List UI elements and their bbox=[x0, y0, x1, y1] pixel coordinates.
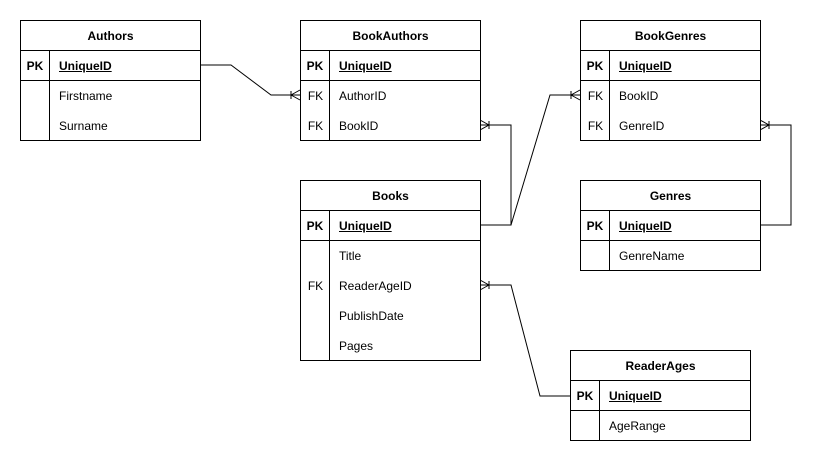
key-label bbox=[571, 411, 600, 441]
field-name: GenreName bbox=[619, 249, 685, 263]
field-name: UniqueID bbox=[609, 389, 662, 403]
key-label: FK bbox=[587, 89, 604, 103]
field-name: UniqueID bbox=[619, 59, 672, 73]
attribute-row[interactable]: AgeRange bbox=[571, 411, 750, 441]
attribute-row[interactable]: Surname bbox=[21, 111, 200, 141]
key-label: PK bbox=[21, 51, 50, 80]
rel-authors-bookauthors bbox=[200, 64, 301, 101]
rel-books-bookgenres bbox=[510, 89, 581, 226]
field-name: Title bbox=[339, 249, 362, 263]
key-label: FK bbox=[307, 89, 324, 103]
entity-books[interactable]: Books PK UniqueID Title FK ReaderAgeID P… bbox=[300, 180, 481, 361]
key-label: FK bbox=[587, 119, 604, 133]
attribute-list: GenreName bbox=[581, 241, 760, 271]
field-name: BookID bbox=[619, 89, 659, 103]
key-label: FK bbox=[307, 279, 324, 293]
key-label bbox=[21, 111, 50, 141]
field-name: UniqueID bbox=[59, 59, 112, 73]
attribute-list: Title FK ReaderAgeID PublishDate Pages bbox=[301, 241, 480, 361]
attribute-row[interactable]: PublishDate bbox=[301, 301, 480, 331]
key-label bbox=[301, 301, 330, 331]
rel-readerages-books bbox=[479, 279, 570, 397]
key-label bbox=[301, 241, 330, 271]
entity-title: Authors bbox=[21, 21, 200, 51]
field-name: UniqueID bbox=[339, 59, 392, 73]
pk-row[interactable]: PK UniqueID bbox=[581, 51, 760, 81]
entity-readerages[interactable]: ReaderAges PK UniqueID AgeRange bbox=[570, 350, 751, 441]
rel-books-bookauthors bbox=[479, 119, 512, 226]
attribute-list: AgeRange bbox=[571, 411, 750, 441]
pk-row[interactable]: PK UniqueID bbox=[301, 211, 480, 241]
pk-row[interactable]: PK UniqueID bbox=[581, 211, 760, 241]
field-name: AuthorID bbox=[339, 89, 387, 103]
pk-row[interactable]: PK UniqueID bbox=[21, 51, 200, 81]
key-label: PK bbox=[581, 211, 610, 240]
attribute-row[interactable]: FK BookID bbox=[301, 111, 480, 141]
attribute-list: FK AuthorID FK BookID bbox=[301, 81, 480, 141]
attribute-list: FK BookID FK GenreID bbox=[581, 81, 760, 141]
key-label bbox=[21, 81, 50, 111]
attribute-row[interactable]: FK GenreID bbox=[581, 111, 760, 141]
key-label bbox=[581, 241, 610, 271]
field-name: GenreID bbox=[619, 119, 665, 133]
field-name: Surname bbox=[59, 119, 108, 133]
entity-authors[interactable]: Authors PK UniqueID Firstname Surname bbox=[20, 20, 201, 141]
field-name: Firstname bbox=[59, 89, 113, 103]
entity-bookgenres[interactable]: BookGenres PK UniqueID FK BookID FK Genr… bbox=[580, 20, 761, 141]
field-name: BookID bbox=[339, 119, 379, 133]
field-name: UniqueID bbox=[619, 219, 672, 233]
attribute-row[interactable]: GenreName bbox=[581, 241, 760, 271]
entity-title: BookGenres bbox=[581, 21, 760, 51]
key-label: PK bbox=[581, 51, 610, 80]
attribute-row[interactable]: Title bbox=[301, 241, 480, 271]
attribute-list: Firstname Surname bbox=[21, 81, 200, 141]
key-label: FK bbox=[307, 119, 324, 133]
entity-title: ReaderAges bbox=[571, 351, 750, 381]
rel-genres-bookgenres bbox=[759, 119, 792, 226]
entity-title: Books bbox=[301, 181, 480, 211]
pk-row[interactable]: PK UniqueID bbox=[571, 381, 750, 411]
attribute-row[interactable]: Pages bbox=[301, 331, 480, 361]
field-name: Pages bbox=[339, 339, 374, 353]
entity-title: Genres bbox=[581, 181, 760, 211]
pk-row[interactable]: PK UniqueID bbox=[301, 51, 480, 81]
key-label: PK bbox=[571, 381, 600, 410]
attribute-row[interactable]: Firstname bbox=[21, 81, 200, 111]
field-name: AgeRange bbox=[609, 419, 666, 433]
field-name: PublishDate bbox=[339, 309, 404, 323]
field-name: ReaderAgeID bbox=[339, 279, 412, 293]
entity-genres[interactable]: Genres PK UniqueID GenreName bbox=[580, 180, 761, 271]
attribute-row[interactable]: FK AuthorID bbox=[301, 81, 480, 111]
entity-bookauthors[interactable]: BookAuthors PK UniqueID FK AuthorID FK B… bbox=[300, 20, 481, 141]
key-label: PK bbox=[301, 51, 330, 80]
entity-title: BookAuthors bbox=[301, 21, 480, 51]
field-name: UniqueID bbox=[339, 219, 392, 233]
key-label: PK bbox=[301, 211, 330, 240]
attribute-row[interactable]: FK BookID bbox=[581, 81, 760, 111]
key-label bbox=[301, 331, 330, 361]
attribute-row[interactable]: FK ReaderAgeID bbox=[301, 271, 480, 301]
